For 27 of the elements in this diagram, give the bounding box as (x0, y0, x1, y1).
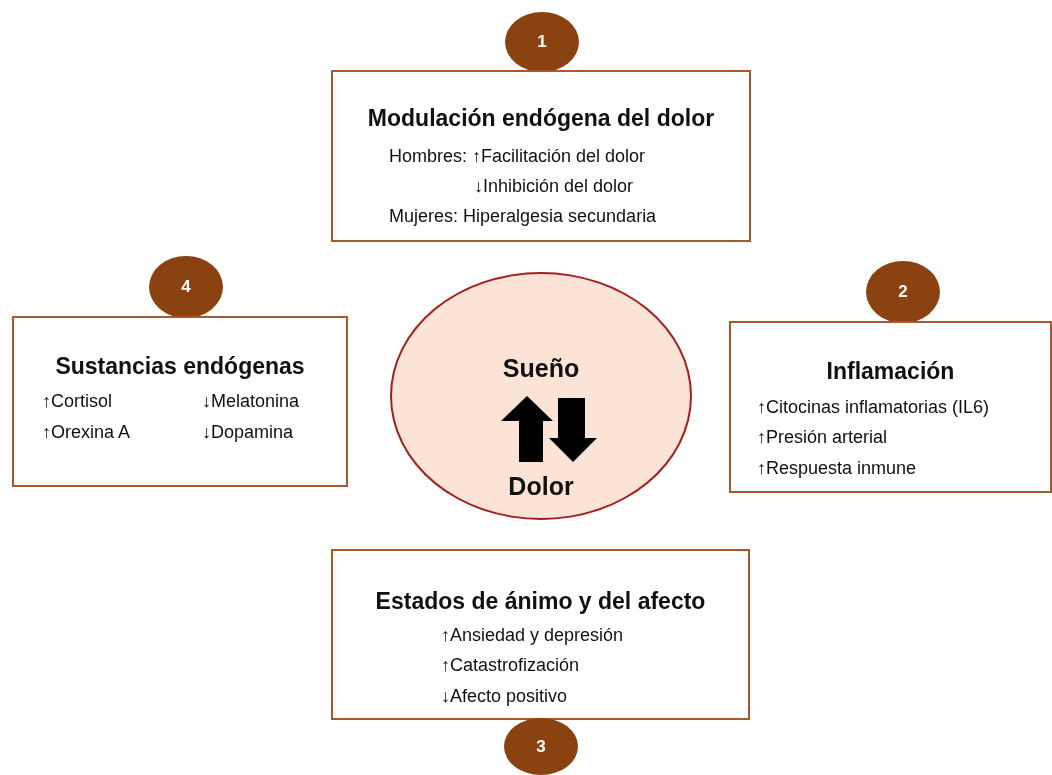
box-heading: Modulación endógena del dolor (367, 105, 715, 132)
box-heading: Estados de ánimo y del afecto (375, 588, 706, 615)
effect-item: ↑Presión arterial (757, 427, 888, 448)
info-box (331, 549, 750, 720)
effect-item: ↑Respuesta inmune (757, 458, 917, 479)
effect-item: ↓Melatonina (202, 391, 300, 412)
effect-item: ↓Dopamina (202, 422, 294, 443)
number-badge: 3 (504, 718, 578, 775)
center-label: Dolor (508, 472, 574, 501)
box-heading: Inflamación (826, 358, 955, 385)
effect-item: ↑Ansiedad y depresión (441, 625, 624, 646)
effect-item: ↑Orexina A (42, 422, 131, 443)
info-box (331, 70, 751, 242)
effect-item: ↓Inhibición del dolor (474, 176, 634, 197)
info-box (729, 321, 1052, 493)
effect-item: ↓Afecto positivo (441, 686, 568, 707)
number-badge: 1 (505, 12, 579, 72)
number-badge: 4 (149, 256, 223, 318)
center-label: Sueño (502, 354, 580, 383)
box-heading: Sustancias endógenas (55, 353, 305, 380)
effect-item: Mujeres: Hiperalgesia secundaria (389, 206, 657, 227)
effect-item: ↑Cortisol (42, 391, 112, 412)
effect-item: ↑Catastrofización (441, 655, 580, 676)
effect-item: ↑Citocinas inflamatorias (IL6) (757, 397, 990, 418)
effect-item: Hombres: ↑Facilitación del dolor (389, 146, 646, 167)
number-badge: 2 (866, 261, 940, 323)
info-box (12, 316, 348, 487)
